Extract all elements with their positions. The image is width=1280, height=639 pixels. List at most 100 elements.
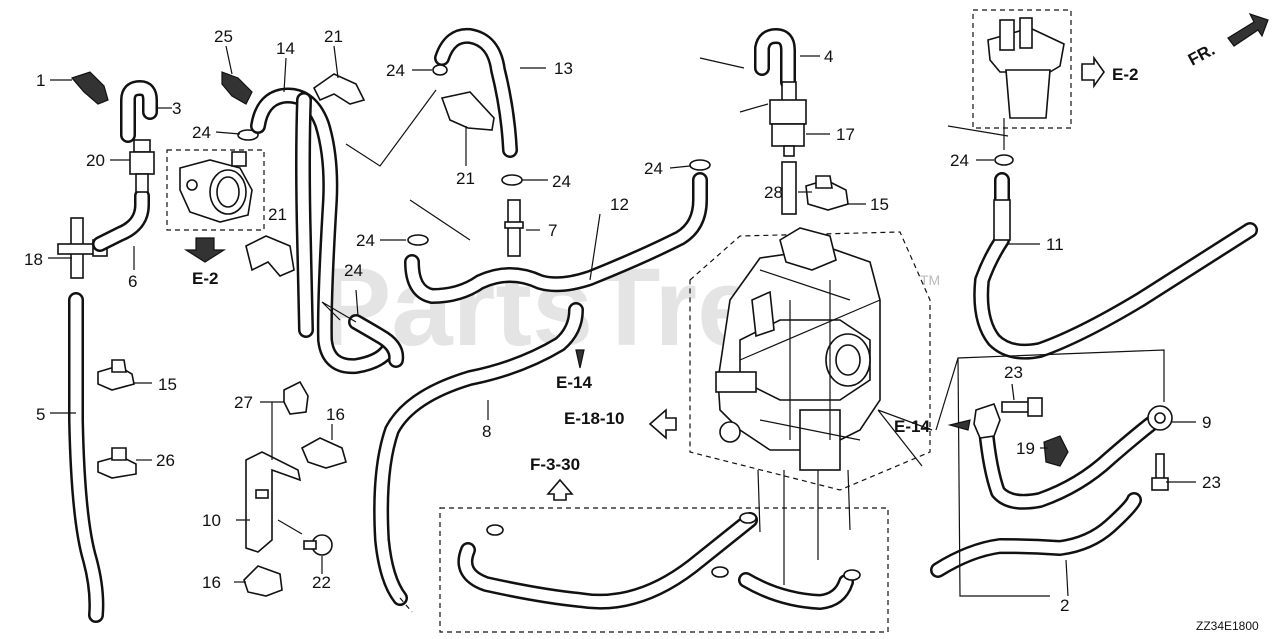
e2-right-box (972, 9, 1072, 129)
hose-11[interactable] (973, 172, 1258, 360)
callout-28: 28 (764, 183, 783, 202)
arrow-e2-left (183, 237, 227, 263)
clamp-24-b[interactable] (432, 64, 448, 76)
ref-e2-right[interactable]: E-2 (1112, 65, 1138, 84)
callout-19: 19 (1016, 439, 1035, 458)
clamp-f3-a[interactable] (486, 524, 504, 536)
hose-13[interactable] (434, 27, 518, 158)
arrow-e14-right (947, 419, 971, 431)
hose-8[interactable] (373, 302, 584, 606)
callout-4: 4 (824, 47, 833, 66)
callout-18: 18 (24, 250, 43, 269)
clip-1[interactable] (70, 71, 109, 105)
clamp-24-g[interactable] (994, 154, 1014, 166)
joint-7[interactable] (504, 199, 524, 257)
callout-15-left: 15 (158, 375, 177, 394)
hose-14[interactable] (250, 87, 396, 375)
clamp-24-e[interactable] (407, 234, 429, 246)
hose-12[interactable] (404, 172, 708, 304)
clip-21-upper[interactable] (440, 91, 495, 131)
callout-5: 5 (36, 405, 45, 424)
hose-lower-f3-30[interactable] (457, 512, 854, 610)
callout-14: 14 (276, 39, 295, 58)
clip-21-top[interactable] (312, 73, 366, 105)
clamp-f3-c[interactable] (711, 566, 729, 578)
clip-27[interactable] (283, 380, 309, 415)
hose-9[interactable] (978, 412, 1164, 510)
callout-24-e: 24 (356, 231, 375, 250)
banjo-fitting-left[interactable] (973, 402, 1001, 439)
callout-21-top: 21 (324, 27, 343, 46)
bolt-23-top[interactable] (1001, 397, 1043, 417)
throttle-body-left[interactable] (179, 151, 253, 223)
callout-24-d: 24 (644, 159, 663, 178)
callout-21-mid: 21 (268, 205, 287, 224)
bracket-10[interactable] (245, 451, 302, 553)
clip-19[interactable] (1043, 435, 1069, 467)
clip-21-mid[interactable] (245, 235, 295, 277)
callout-8: 8 (482, 422, 491, 441)
hose-2[interactable] (930, 492, 1142, 578)
callout-9: 9 (1202, 413, 1211, 432)
ref-e14-right[interactable]: E-14 (894, 417, 930, 436)
callout-26: 26 (156, 451, 175, 470)
fuel-filter-20[interactable] (129, 139, 155, 193)
callout-20: 20 (86, 151, 105, 170)
carburetor[interactable] (715, 227, 881, 471)
pump-leader (947, 118, 1009, 150)
hose-11-sleeve (993, 199, 1011, 241)
pipe-28[interactable] (781, 161, 797, 215)
arrow-e2-right (1081, 55, 1105, 89)
clamp-24-a[interactable] (237, 129, 259, 141)
callout-12: 12 (610, 195, 629, 214)
callout-13: 13 (554, 59, 573, 78)
clip-16-mid[interactable] (300, 437, 347, 469)
front-arrow (1227, 12, 1269, 47)
callout-17: 17 (836, 125, 855, 144)
ref-e18-10[interactable]: E-18-10 (564, 409, 624, 428)
callout-6: 6 (128, 272, 137, 291)
carburetor-dashed-area (689, 231, 931, 491)
clip-25[interactable] (221, 71, 253, 105)
leader-4 (699, 57, 769, 113)
callout-3: 3 (172, 99, 181, 118)
callout-24-f: 24 (344, 261, 363, 280)
callout-21-upper: 21 (456, 169, 475, 188)
callout-27: 27 (234, 393, 253, 412)
bolt-23-bottom[interactable] (1151, 453, 1169, 491)
bolt-22[interactable] (303, 534, 333, 556)
arrow-f3-30 (546, 478, 574, 501)
callout-1: 1 (36, 71, 45, 90)
clip-15-top[interactable] (805, 175, 849, 211)
leader-lines (48, 45, 1196, 597)
clip-26[interactable] (97, 447, 137, 479)
banjo-fitting-right[interactable] (1147, 405, 1173, 431)
clip-15-left[interactable] (97, 359, 135, 391)
callout-2: 2 (1060, 596, 1069, 615)
callout-10: 10 (202, 511, 221, 530)
clip-16-bottom[interactable] (243, 565, 283, 597)
callout-7: 7 (548, 221, 557, 240)
ref-f3-30[interactable]: F-3-30 (530, 455, 580, 474)
hose-4[interactable] (754, 28, 796, 90)
clamp-24-c[interactable] (501, 174, 523, 186)
clamp-f3-b[interactable] (739, 512, 757, 524)
clamp-f3-d[interactable] (843, 569, 861, 581)
hose-5[interactable] (68, 292, 105, 623)
fuel-pump[interactable] (987, 17, 1065, 119)
pipe-2-leader (935, 349, 1165, 597)
hose-3[interactable] (120, 80, 158, 143)
ref-e2-left[interactable]: E-2 (192, 269, 218, 288)
fuel-filter-17[interactable] (769, 81, 807, 157)
hose-return-short[interactable] (348, 314, 405, 368)
callout-16-mid: 16 (326, 405, 345, 424)
hose-6[interactable] (92, 188, 150, 252)
carb-leader-lines (877, 409, 933, 467)
diagram-code: ZZ34E1800 (1196, 619, 1259, 633)
carb-drop-lines (757, 469, 851, 585)
arrow-e14-center (575, 349, 585, 369)
callout-11: 11 (1046, 235, 1064, 254)
clamp-24-d[interactable] (689, 159, 711, 171)
ref-e14-center[interactable]: E-14 (556, 373, 592, 392)
